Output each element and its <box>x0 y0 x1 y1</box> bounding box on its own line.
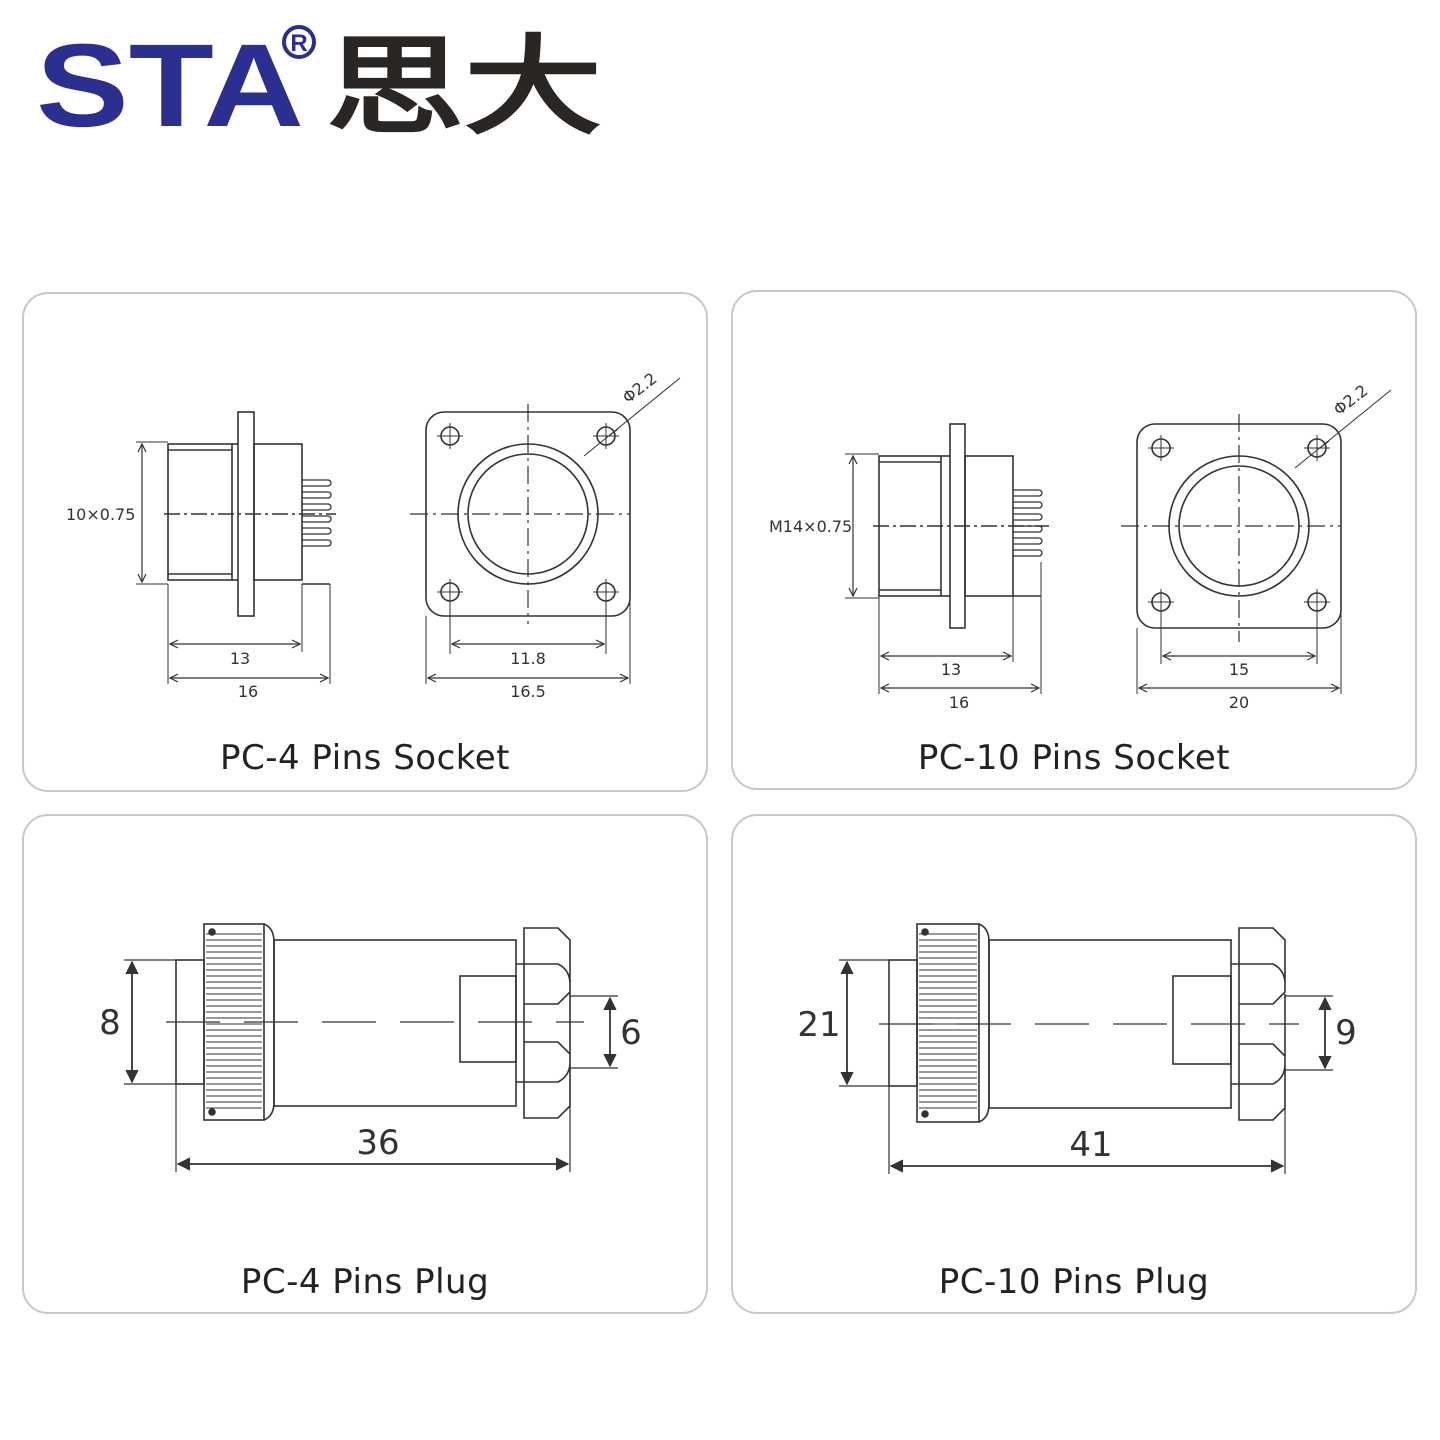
dim-inner-length: 13 <box>230 649 250 668</box>
plug-dimensions <box>124 959 618 1172</box>
dim-inner-length: 13 <box>941 660 961 679</box>
registered-mark-icon <box>282 25 316 59</box>
panel-pc4-socket: 10×0.75 13 16 11.8 16.5 Φ2.2 PC-4 Pins S… <box>22 292 708 792</box>
pc4-socket-drawing: 10×0.75 13 16 11.8 16.5 Φ2.2 <box>66 369 681 701</box>
dim-hole-diameter: Φ2.2 <box>619 369 661 407</box>
plug-body <box>166 923 584 1121</box>
dim-thread: M14×0.75 <box>769 517 852 536</box>
pc10-socket-drawing: M14×0.75 13 16 15 20 Φ2.2 <box>769 381 1392 712</box>
dim-length: 41 <box>1069 1125 1112 1165</box>
dim-hole-pitch: 11.8 <box>510 649 546 668</box>
dim-flange-width: 20 <box>1229 693 1249 712</box>
panel-pc10-socket: M14×0.75 13 16 15 20 Φ2.2 PC-10 Pins Soc… <box>731 290 1417 790</box>
sta-logo: STA R 思大 <box>36 20 602 138</box>
logo-latin: STA <box>36 20 304 138</box>
dim-hole-pitch: 15 <box>1229 660 1249 679</box>
dim-diameter: 8 <box>99 1003 121 1043</box>
dim-total-length: 16 <box>238 682 258 701</box>
pc10-plug-drawing: 21 9 41 <box>797 923 1357 1174</box>
dim-cable-diameter: 6 <box>620 1013 642 1053</box>
panel-caption: PC-4 Pins Socket <box>219 738 511 778</box>
panel-caption: PC-10 Pins Socket <box>917 738 1231 778</box>
dim-flange-width: 16.5 <box>510 682 546 701</box>
socket-front-view <box>1121 389 1392 694</box>
mounting-hole-icon <box>437 423 619 605</box>
dim-hole-diameter: Φ2.2 <box>1330 381 1372 419</box>
panel-caption: PC-4 Pins Plug <box>240 1262 490 1302</box>
panel-pc10-plug: 21 9 41 PC-10 Pins Plug <box>731 814 1417 1314</box>
pc4-plug-drawing: 8 6 36 <box>99 923 642 1172</box>
panel-pc4-plug: 8 6 36 PC-4 Pins Plug <box>22 814 708 1314</box>
plug-dimensions <box>839 959 1333 1174</box>
dim-thread: 10×0.75 <box>66 505 135 524</box>
plug-body <box>879 923 1299 1123</box>
socket-side-view <box>845 423 1049 694</box>
dim-cable-diameter: 9 <box>1335 1013 1357 1053</box>
socket-side-view <box>136 411 336 684</box>
logo-cjk: 思大 <box>326 25 602 138</box>
logo-registered-letter: R <box>290 30 307 57</box>
dim-total-length: 16 <box>949 693 969 712</box>
panel-caption: PC-10 Pins Plug <box>938 1262 1210 1302</box>
dim-diameter: 21 <box>797 1005 840 1045</box>
socket-front-view <box>410 377 681 684</box>
dim-length: 36 <box>356 1123 399 1163</box>
